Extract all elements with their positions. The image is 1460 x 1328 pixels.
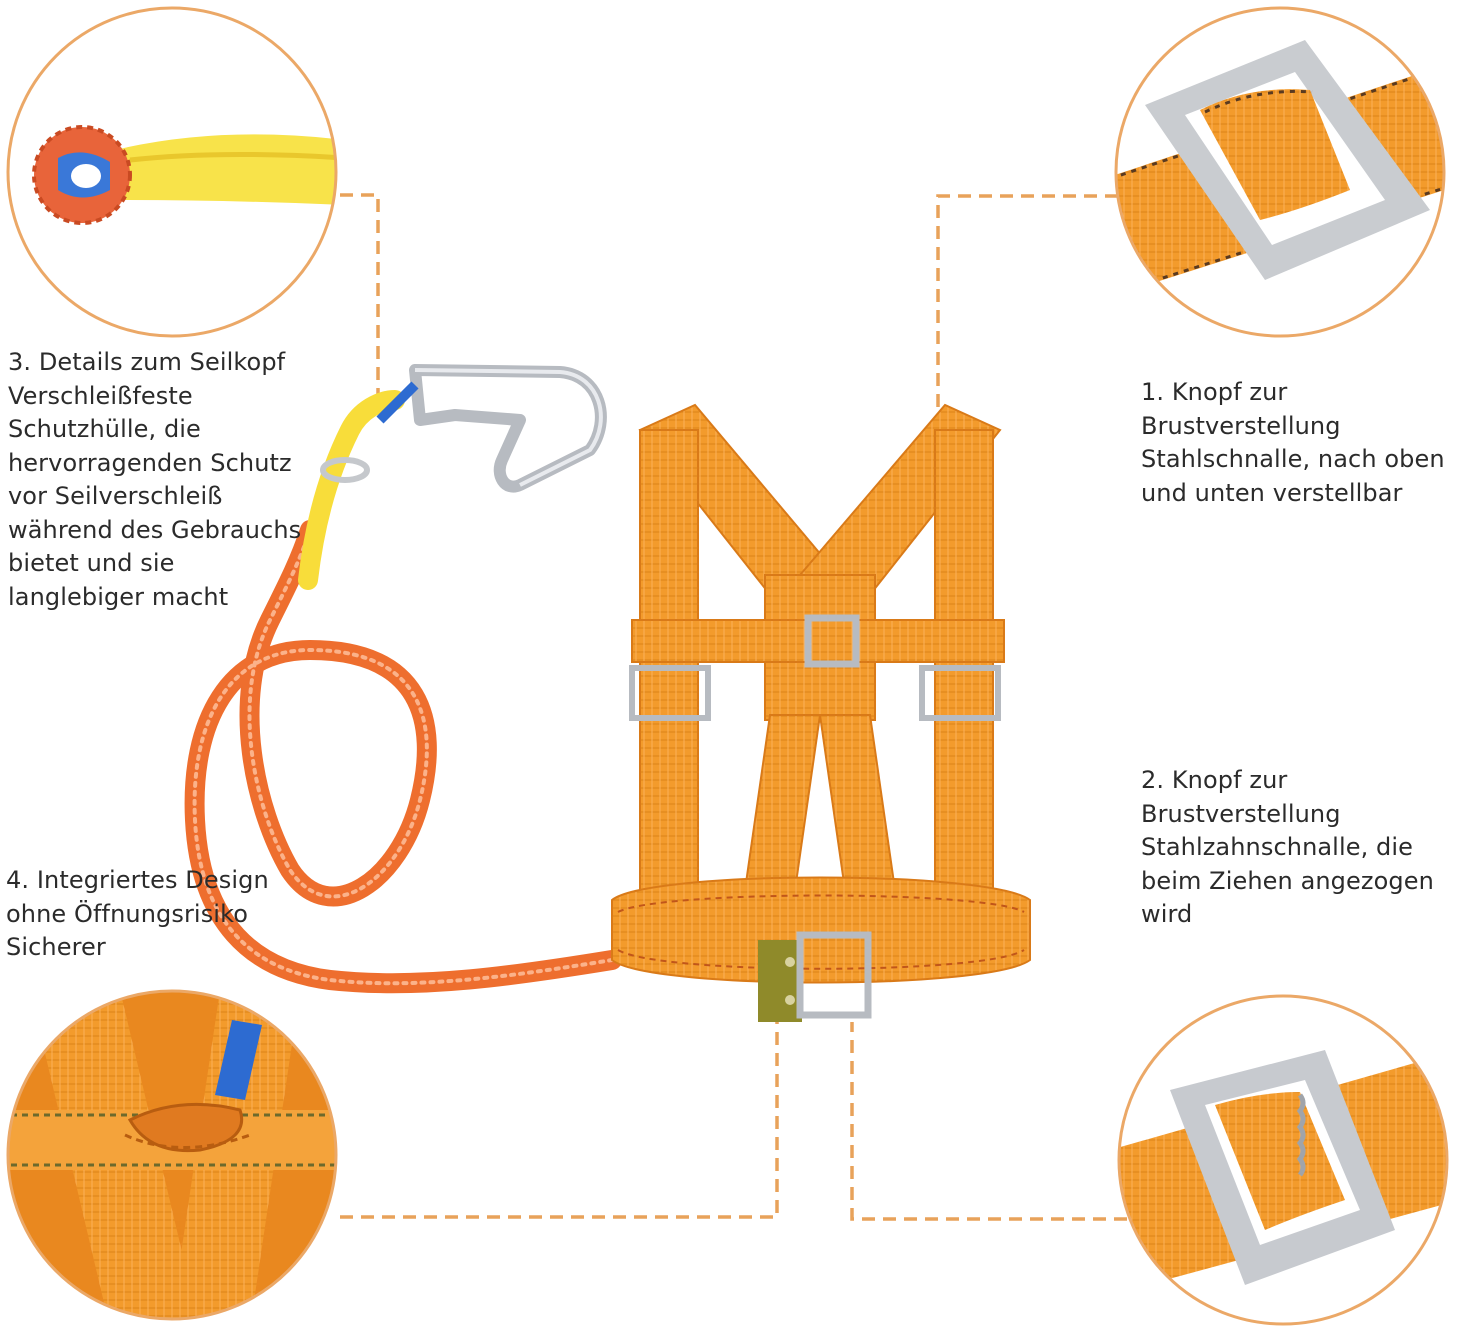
label-line: ohne Öffnungsrisiko (6, 899, 248, 928)
label-line: Verschleißfeste (8, 381, 193, 410)
detail-circle-tooth-buckle (1117, 994, 1449, 1326)
label-line: 1. Knopf zur (1141, 378, 1288, 406)
rope (184, 390, 622, 994)
connector-lines (340, 193, 1127, 1221)
label-line: Stahlschnalle, nach oben (1141, 445, 1445, 473)
label-line: beim Ziehen angezogen (1141, 866, 1434, 895)
connector-chest-buckle-1 (936, 194, 1118, 500)
label-line: hervorragenden Schutz (8, 448, 292, 477)
detail-circle-steel-buckle (1114, 6, 1446, 338)
label-line: 2. Knopf zur (1141, 766, 1288, 794)
connector-integrated-design (340, 1020, 779, 1219)
connector-rope-head (340, 193, 380, 395)
label-line: langlebiger macht (8, 582, 229, 611)
label-line: während des Gebrauchs (8, 515, 302, 544)
label-line: wird (1141, 900, 1193, 928)
label-chest-buckle-1: 1. Knopf zur Brustverstellung Stahlschna… (1141, 376, 1445, 510)
rope-ring (320, 457, 370, 483)
carabiner-hook (376, 364, 607, 493)
label-line: und unten verstellbar (1141, 478, 1403, 507)
label-line: Stahlzahnschnalle, die (1141, 833, 1414, 861)
harness (611, 403, 1031, 1022)
label-rope-head-details: 3. Details zum Seilkopf Verschleißfeste … (8, 346, 301, 614)
label-line: Schutzhülle, die (8, 415, 201, 443)
detail-circle-rope-head (6, 6, 338, 338)
label-line: Sicherer (6, 933, 106, 961)
label-line: 4. Integriertes Design (6, 866, 269, 894)
label-line: Brustverstellung (1141, 411, 1341, 440)
label-line: 3. Details zum Seilkopf (8, 348, 286, 376)
connector-chest-buckle-2 (850, 1022, 1127, 1221)
label-chest-buckle-2: 2. Knopf zur Brustverstellung Stahlzahns… (1141, 764, 1434, 932)
detail-circle-integrated-design (6, 989, 338, 1321)
label-line: vor Seilverschleiß (8, 482, 223, 510)
label-integrated-design: 4. Integriertes Design ohne Öffnungsrisi… (6, 864, 269, 965)
label-line: bietet und sie (8, 549, 175, 577)
label-line: Brustverstellung (1141, 799, 1341, 828)
